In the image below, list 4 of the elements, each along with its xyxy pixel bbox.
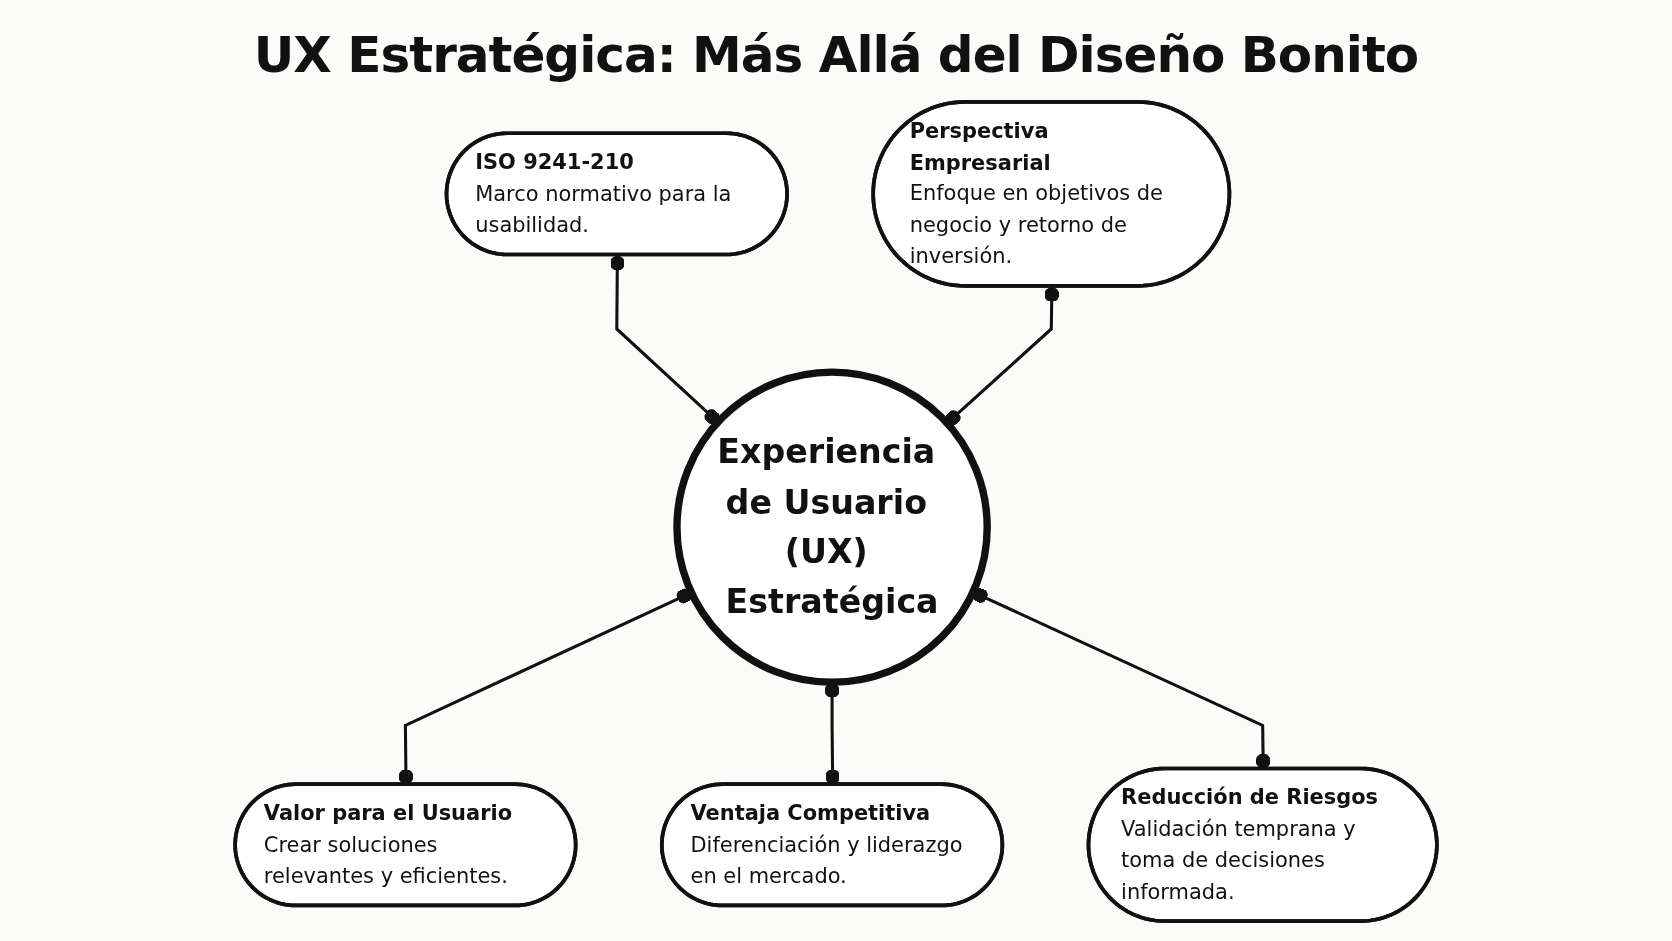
node-circle: Experiencia de Usuario (UX) Estratégica: [673, 368, 991, 686]
title: UX Estratégica: Más Allá del Diseño Bonito: [253, 26, 1419, 84]
connector: [609, 255, 720, 425]
connector: [945, 286, 1060, 426]
